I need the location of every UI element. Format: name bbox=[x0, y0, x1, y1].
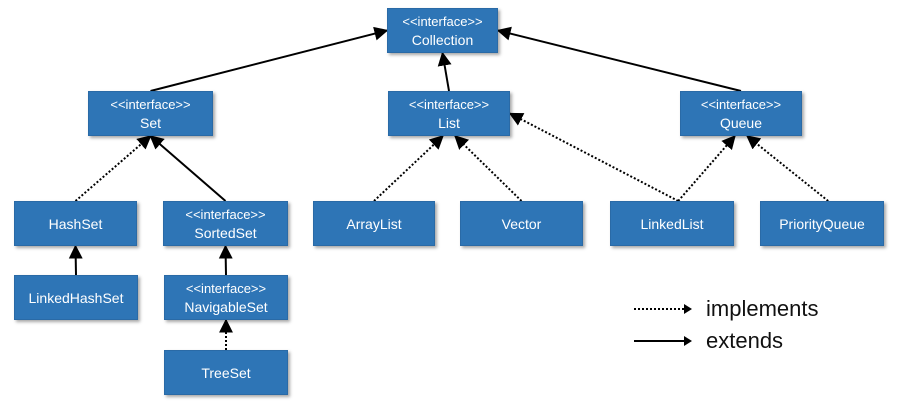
node-name: Set bbox=[139, 114, 161, 131]
arraylist-class-box: ArrayList bbox=[313, 201, 435, 246]
node-name: List bbox=[438, 114, 460, 131]
stereotype-label: <<interface>> bbox=[700, 96, 782, 112]
edge-navigableset-extends-sortedset bbox=[218, 244, 233, 276]
node-name: NavigableSet bbox=[184, 298, 268, 315]
stereotype-label: <<interface>> bbox=[110, 96, 191, 112]
node-name: PriorityQueue bbox=[779, 215, 865, 232]
stereotype-label: <<interface>> bbox=[185, 280, 267, 296]
edge-linkedhashset-extends-hashset bbox=[68, 244, 83, 276]
edge-vector-implements-list bbox=[454, 135, 523, 202]
edge-arraylist-implements-list bbox=[373, 135, 444, 202]
edge-queue-extends-collection bbox=[496, 26, 742, 92]
node-name: LinkedList bbox=[640, 215, 704, 232]
node-name: Vector bbox=[501, 215, 542, 232]
linkedhashset-class-box: LinkedHashSet bbox=[14, 275, 138, 320]
solid-arrow-icon bbox=[634, 336, 692, 346]
edge-linkedlist-implements-queue bbox=[677, 134, 736, 202]
stereotype-label: <<interface>> bbox=[185, 206, 266, 222]
edge-priorityqueue-implements-queue bbox=[746, 135, 829, 202]
node-name: ArrayList bbox=[346, 215, 402, 232]
hashset-class-box: HashSet bbox=[14, 201, 137, 246]
edge-hashset-implements-set bbox=[74, 135, 152, 202]
node-name: Queue bbox=[719, 114, 763, 131]
legend-implements-row: implements bbox=[632, 294, 818, 324]
legend-extends-row: extends bbox=[632, 326, 783, 356]
navigableset-interface-box: <<interface>> NavigableSet bbox=[164, 275, 288, 320]
priorityqueue-class-box: PriorityQueue bbox=[760, 201, 884, 246]
node-name: HashSet bbox=[48, 215, 103, 232]
legend: implements extends bbox=[632, 292, 862, 362]
edge-linkedlist-implements-list bbox=[508, 112, 679, 202]
node-name: SortedSet bbox=[194, 224, 257, 241]
legend-extends-label: extends bbox=[706, 328, 784, 353]
legend-implements-label: implements bbox=[706, 296, 819, 321]
stereotype-label: <<interface>> bbox=[408, 96, 490, 112]
linkedlist-class-box: LinkedList bbox=[610, 201, 734, 246]
sortedset-interface-box: <<interface>> SortedSet bbox=[163, 201, 288, 246]
edge-list-extends-collection bbox=[437, 51, 452, 92]
node-name: TreeSet bbox=[201, 364, 251, 381]
stereotype-label: <<interface>> bbox=[402, 13, 483, 29]
vector-class-box: Vector bbox=[460, 201, 583, 246]
node-name: LinkedHashSet bbox=[28, 289, 124, 306]
treeset-class-box: TreeSet bbox=[164, 350, 288, 395]
edge-set-extends-collection bbox=[150, 26, 389, 92]
node-name: Collection bbox=[411, 31, 474, 48]
dotted-arrow-icon bbox=[634, 304, 692, 314]
list-interface-box: <<interface>> List bbox=[388, 91, 510, 136]
set-interface-box: <<interface>> Set bbox=[88, 91, 213, 136]
queue-interface-box: <<interface>> Queue bbox=[680, 91, 802, 136]
collection-interface-box: <<interface>> Collection bbox=[387, 8, 498, 53]
edge-sortedset-extends-set bbox=[149, 135, 227, 202]
